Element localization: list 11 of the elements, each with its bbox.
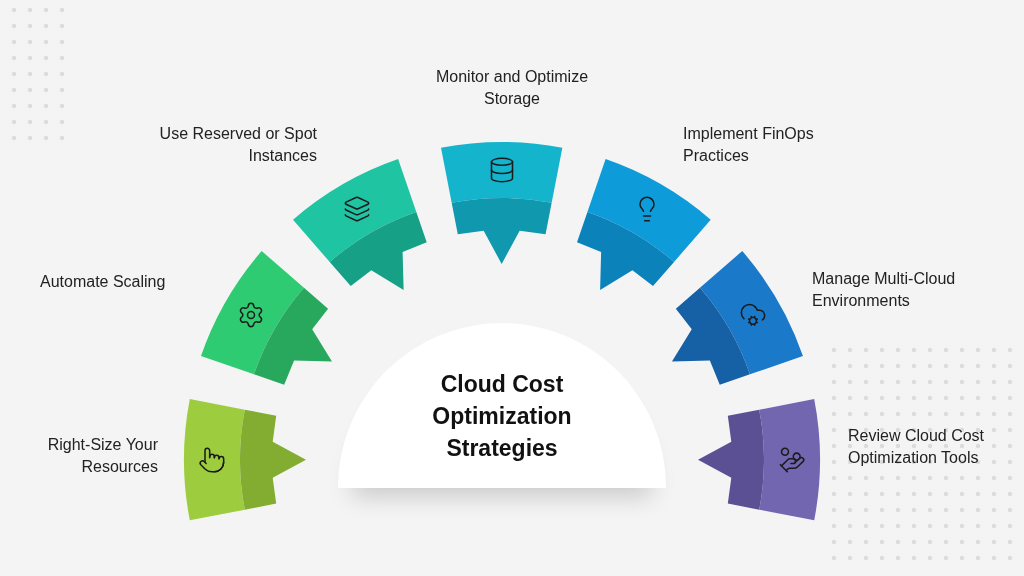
segment-label: Use Reserved or Spot Instances <box>158 124 317 166</box>
segment-label: Monitor and Optimize Storage <box>434 67 590 109</box>
segment-label: Right-Size Your Resources <box>46 435 158 477</box>
segment-label: Manage Multi-Cloud Environments <box>812 269 957 311</box>
center-title: Cloud Cost Optimization Strategies <box>431 369 573 463</box>
segment-label: Implement FinOps Practices <box>683 124 815 166</box>
wedge-segment <box>182 397 308 523</box>
wedge-segment <box>696 397 822 523</box>
segment-label: Review Cloud Cost Optimization Tools <box>848 426 986 468</box>
segment-label: Automate Scaling <box>40 272 167 292</box>
wedge-segment <box>439 140 565 266</box>
